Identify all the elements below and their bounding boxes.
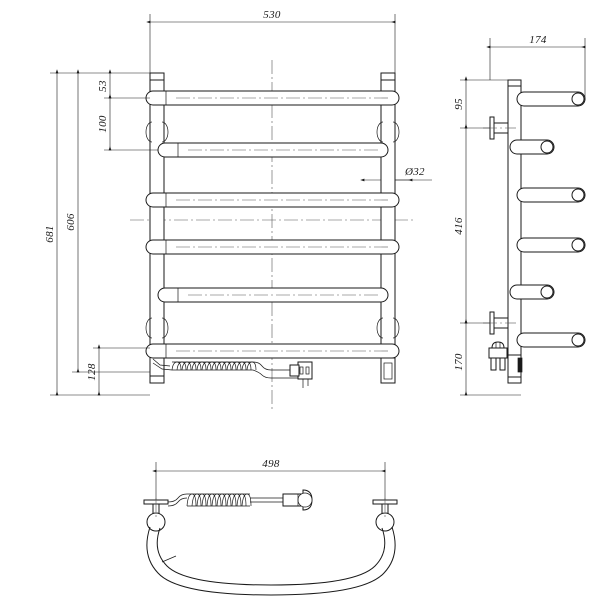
front-rail-3 <box>145 192 400 208</box>
front-plug-icon <box>289 361 313 388</box>
dim-front-width-label: 530 <box>263 9 281 21</box>
dim-front-top-offset-label: 53 <box>97 80 109 92</box>
side-rail-2 <box>509 139 555 155</box>
side-rail-4 <box>516 237 586 253</box>
dim-top-width-label: 498 <box>262 458 280 470</box>
top-cord-coil-icon <box>186 493 252 507</box>
dim-side-depth: 174 <box>486 34 586 100</box>
front-rail-2 <box>157 142 389 158</box>
dim-diameter: Ø32 <box>360 166 432 182</box>
top-rail-inner <box>156 527 386 586</box>
front-rail-1 <box>145 90 400 106</box>
front-control-switch[interactable] <box>380 357 396 384</box>
dim-side-bracket-span-label: 416 <box>453 217 465 235</box>
side-rail-6 <box>516 332 586 348</box>
dim-front-bottom-offset: 128 <box>86 344 150 396</box>
front-rail-5 <box>157 287 389 303</box>
side-control-switch[interactable] <box>507 354 523 378</box>
front-power-cord <box>152 358 300 379</box>
side-plug-icon <box>488 341 508 371</box>
dim-front-height-inner: 606 <box>65 69 150 373</box>
dim-front-bottom-offset-label: 128 <box>86 363 98 381</box>
side-rail-5 <box>509 284 555 300</box>
side-rail-3 <box>516 187 586 203</box>
top-power-cord <box>167 493 285 507</box>
dim-diameter-label: Ø32 <box>404 166 425 178</box>
front-rail-4 <box>145 239 400 255</box>
cord-coil-icon <box>171 361 257 371</box>
dim-side-top-bracket-label: 95 <box>453 98 465 110</box>
dim-front-top-offset: 53 <box>97 69 150 99</box>
dim-front-pitch: 100 <box>97 94 158 151</box>
dim-side-depth-label: 174 <box>529 34 547 46</box>
dim-front-height-inner-label: 606 <box>65 213 77 231</box>
side-post <box>507 79 522 384</box>
side-rail-1 <box>516 91 586 107</box>
top-rail-outer <box>146 526 396 596</box>
top-plan-view: 498 <box>143 458 398 596</box>
dim-front-width: 530 <box>146 9 396 24</box>
front-elevation-view: 530 <box>44 9 432 410</box>
dim-top-width: 498 <box>152 458 386 500</box>
top-plug-icon <box>282 489 313 511</box>
dim-front-height-overall-label: 681 <box>44 225 56 242</box>
dim-side-bottom-label: 170 <box>453 353 465 371</box>
dim-front-pitch-label: 100 <box>97 115 109 133</box>
side-elevation-view: 174 <box>453 34 586 396</box>
dim-side-bottom: 170 <box>453 319 521 396</box>
top-rail-connector <box>161 555 177 563</box>
front-width-extension-lines <box>149 14 396 78</box>
front-rail-6 <box>145 343 400 359</box>
